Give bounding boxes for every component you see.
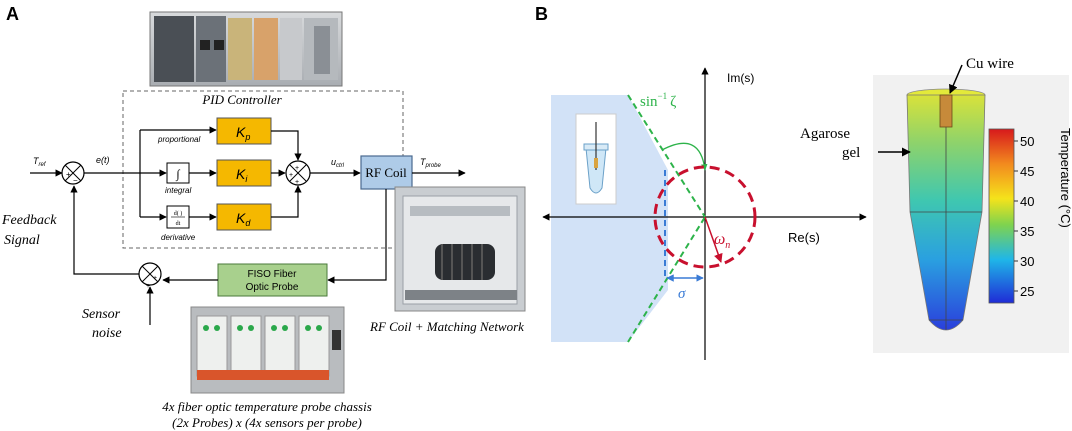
svg-text:+: + <box>66 170 71 179</box>
colorbar-tick-label: 35 <box>1020 224 1034 239</box>
colorbar-title: Temperature (°C) <box>1058 128 1072 228</box>
omega-arrow <box>704 216 723 263</box>
colorbar-tick-label: 50 <box>1020 134 1034 149</box>
tube-icon <box>575 113 617 205</box>
colorbar-tick-label: 40 <box>1020 194 1034 209</box>
damping-line-upper <box>627 94 706 218</box>
rf-coil-caption: RF Coil + Matching Network <box>369 319 524 334</box>
pid-controller-title: PID Controller <box>201 92 282 107</box>
natural-frequency-circle <box>653 165 757 269</box>
t-ref-label: Tref <box>33 156 47 168</box>
integral-symbol: ∫ <box>175 167 180 181</box>
derivative-numerator: d( ) <box>174 210 183 217</box>
cu-wire-arrow <box>949 64 963 94</box>
sigma-label: σ <box>678 286 686 302</box>
tube-temperature-model <box>906 88 986 331</box>
integral-label: integral <box>165 186 191 195</box>
svg-text:+: + <box>295 165 299 172</box>
summing-junction-error: + − <box>61 161 85 185</box>
sensor-noise-line2: noise <box>92 326 122 341</box>
summing-junction-pid: + + + <box>285 160 311 186</box>
chassis-photo <box>190 306 345 394</box>
summing-junction-noise: + + <box>138 262 162 290</box>
feedback-path-lower <box>70 185 139 275</box>
error-signal-label: e(t) <box>96 155 110 165</box>
feedback-path-upper <box>327 189 387 284</box>
angle-arc <box>661 142 708 171</box>
svg-text:+: + <box>289 172 293 179</box>
svg-text:Kp: Kp <box>236 124 250 142</box>
feedback-label-line1: Feedback <box>1 213 57 228</box>
im-axis-label: Im(s) <box>727 71 754 85</box>
chassis-caption-line1: 4x fiber optic temperature probe chassis <box>162 399 372 414</box>
agarose-label-line1: Agarose <box>800 126 850 142</box>
rf-coil-photo <box>394 186 526 312</box>
derivative-denominator: dt <box>176 221 181 227</box>
ni-controller-photo <box>149 11 343 87</box>
re-axis-label: Re(s) <box>788 230 820 245</box>
svg-text:−: − <box>73 176 78 185</box>
colorbar-ticks: 50 45 40 35 30 25 <box>1014 134 1034 299</box>
colorbar-tick-label: 30 <box>1020 254 1034 269</box>
feedback-label-line2: Signal <box>4 233 40 248</box>
panel-a-letter: A <box>6 4 19 24</box>
proportional-label: proportional <box>157 135 200 144</box>
t-probe-label: Tprobe <box>420 157 442 169</box>
fiso-label-line1: FISO Fiber <box>248 269 298 280</box>
fiso-probe-block <box>217 263 328 297</box>
omega-label: ωn <box>714 231 730 251</box>
svg-text:+: + <box>295 179 299 186</box>
svg-text:+: + <box>153 275 157 282</box>
rf-coil-block <box>360 155 413 190</box>
rf-coil-label: RF Coil <box>365 165 407 180</box>
svg-text:Kd: Kd <box>236 210 251 228</box>
svg-text:Ki: Ki <box>236 166 248 184</box>
panel-b-letter: B <box>535 4 548 24</box>
chassis-caption-line2: (2x Probes) x (4x sensors per probe) <box>172 415 362 430</box>
kp-gain-block: Kp <box>216 117 272 145</box>
colorbar <box>988 128 1015 304</box>
ki-gain-block: Ki <box>216 159 272 187</box>
agarose-label-line2: gel <box>842 145 860 161</box>
derivative-label: derivative <box>161 233 196 242</box>
colorbar-tick-label: 25 <box>1020 284 1034 299</box>
cu-wire-label: Cu wire <box>966 56 1014 72</box>
kd-gain-block: Kd <box>216 203 272 231</box>
fiso-label-line2: Optic Probe <box>246 282 299 293</box>
u-ctrl-label: uctrl <box>331 157 345 169</box>
colorbar-tick-label: 45 <box>1020 164 1034 179</box>
sensor-noise-line1: Sensor <box>82 307 121 322</box>
